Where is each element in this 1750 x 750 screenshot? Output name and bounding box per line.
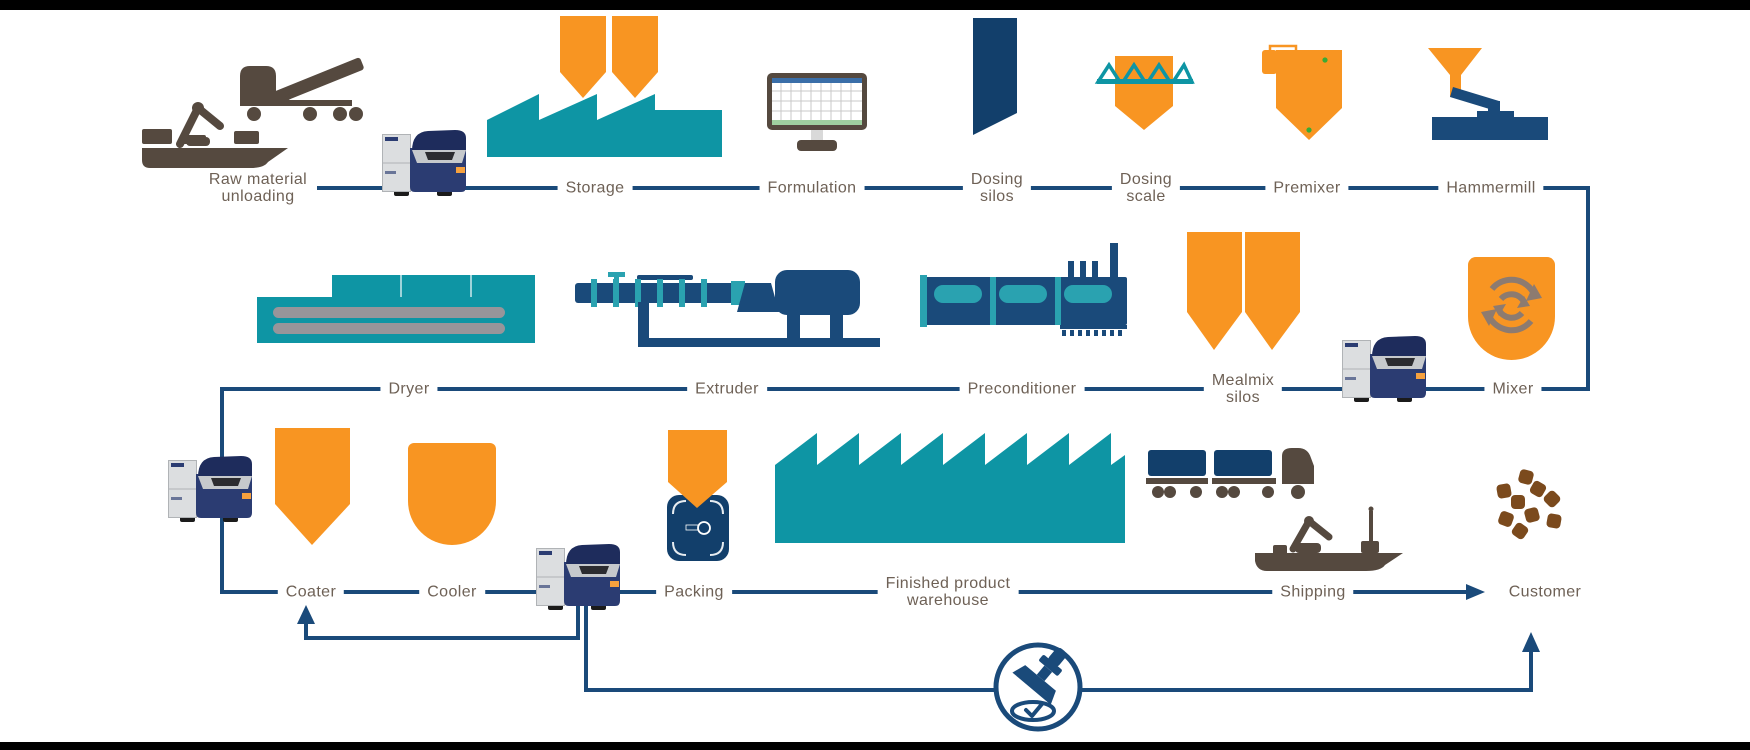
stage-label-customer: Customer	[1500, 581, 1590, 603]
dosing-silo-icon	[973, 18, 1017, 135]
intake-arrow-icon	[612, 16, 658, 98]
stage-label-storage: Storage	[557, 177, 633, 199]
stage-label-mealmix-silos: Mealmix silos	[1203, 370, 1283, 408]
formulation-monitor-icon	[767, 73, 867, 151]
nir-analyzer-machine	[382, 126, 466, 196]
stage-label-formulation: Formulation	[759, 177, 865, 199]
arrowhead-up-customer	[1522, 632, 1540, 652]
arrowhead-to-customer	[1466, 584, 1485, 600]
arrowhead-to-coater	[297, 605, 315, 624]
stage-label-premixer: Premixer	[1265, 177, 1349, 199]
stage-label-extruder: Extruder	[687, 378, 767, 400]
cooler-bin-icon	[408, 443, 496, 545]
mixing-arrows-icon	[1481, 276, 1542, 334]
shipping-ship-icon	[1255, 506, 1403, 571]
coater-hopper-icon	[275, 428, 350, 545]
bottom-letterbox-bar	[0, 742, 1750, 750]
mealmix-silos-icon	[1187, 232, 1300, 350]
stage-label-cooler: Cooler	[419, 581, 485, 603]
stage-label-preconditioner: Preconditioner	[959, 378, 1085, 400]
storage-factory-icon	[487, 94, 722, 157]
top-letterbox-bar	[0, 0, 1750, 10]
stage-label-hammermill: Hammermill	[1438, 177, 1544, 199]
approval-stamp-icon	[993, 642, 1083, 732]
extruder-icon	[575, 270, 880, 347]
feed-bag-icon	[667, 495, 729, 561]
cargo-ship-icon	[142, 102, 288, 168]
stage-label-raw-material-unloading: Raw material unloading	[200, 169, 316, 207]
intake-arrow-icon	[560, 16, 606, 98]
stage-label-dryer: Dryer	[380, 378, 438, 400]
packing-arrow-icon	[668, 430, 727, 508]
mixer-bowl-icon	[1468, 257, 1555, 360]
stage-label-shipping: Shipping	[1272, 581, 1354, 603]
premixer-hopper-icon	[1262, 44, 1342, 140]
pet-food-kibbles-icon	[1496, 469, 1562, 540]
nir-analyzer-machine	[1342, 332, 1426, 402]
stage-label-mixer: Mixer	[1484, 378, 1542, 400]
stage-label-coater: Coater	[277, 581, 345, 603]
dump-truck-icon	[240, 57, 364, 121]
stage-label-dosing-scale: Dosing scale	[1111, 169, 1181, 207]
nir-analyzer-machine	[536, 540, 620, 610]
stage-label-finished-product-warehouse: Finished product warehouse	[877, 573, 1019, 611]
nir-analyzer-machine	[168, 452, 252, 522]
stage-label-dosing-silos: Dosing silos	[962, 169, 1032, 207]
preconditioner-icon	[920, 243, 1127, 336]
warehouse-sawtooth-icon	[775, 433, 1125, 543]
dryer-conveyor-icon	[257, 275, 535, 343]
container-truck-icon	[1146, 448, 1314, 499]
scale-triangles-icon	[1094, 61, 1195, 84]
stage-label-packing: Packing	[656, 581, 732, 603]
coater-feedback-line	[304, 604, 580, 640]
hammermill-icon	[1428, 48, 1548, 140]
